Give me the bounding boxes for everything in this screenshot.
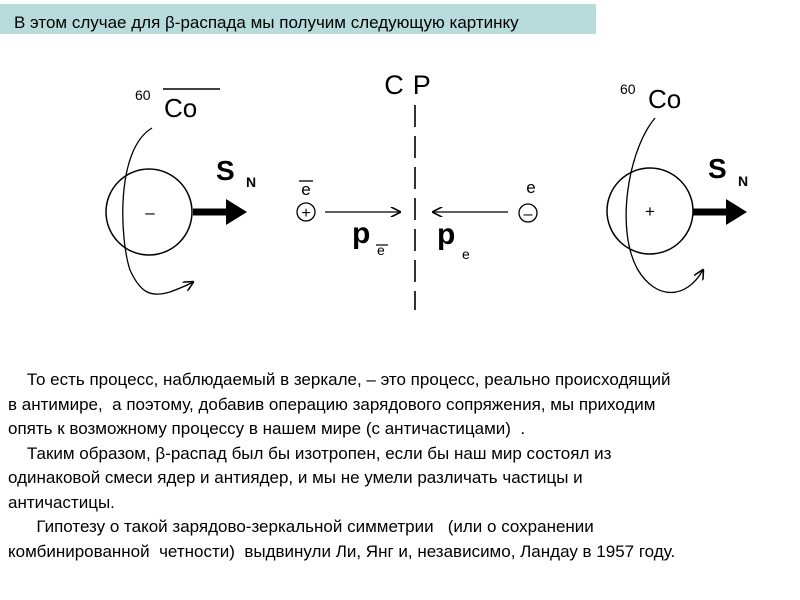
- left-charge-sign: –: [145, 203, 155, 222]
- body-line: античастицы.: [8, 492, 115, 512]
- left-spin-symbol: S: [216, 155, 235, 186]
- body-line: Таким образом, β-распад был бы изотропен…: [8, 443, 612, 463]
- right-charge-sign: +: [645, 202, 655, 221]
- left-particle-sign: +: [301, 205, 310, 222]
- left-isotope-symbol: Co: [164, 93, 197, 123]
- left-nucleus-circle: [105, 168, 193, 256]
- cp-mirror-diagram: CP 60 Co – S N e + p e e – p e 60 Co +: [105, 70, 748, 310]
- right-particle-circle: [518, 203, 538, 223]
- right-isotope-mass: 60: [620, 81, 636, 97]
- left-momentum-subscript: e: [377, 242, 385, 258]
- right-particle-group: e – p e: [433, 178, 538, 262]
- body-line: в антимире, а поэтому, добавив операцию …: [8, 394, 656, 414]
- title-bar: В этом случае для β-распада мы получим с…: [0, 4, 596, 34]
- body-line: Гипотезу о такой зарядово-зеркальной сим…: [8, 517, 594, 536]
- right-momentum-subscript: e: [462, 246, 470, 262]
- right-particle-symbol: e: [526, 178, 535, 197]
- body-line: комбинированной четности) выдвинули Ли, …: [8, 541, 676, 561]
- right-isotope-symbol: Co: [648, 84, 681, 114]
- right-particle-sign: –: [524, 206, 533, 223]
- left-particle-group: e + p e: [296, 180, 400, 258]
- right-spin-subscript: N: [738, 173, 748, 189]
- mirror-label: CP: [384, 70, 440, 100]
- right-spin-arrow-head: [726, 199, 747, 225]
- left-rotation-arrow: [122, 127, 193, 295]
- slide-title: В этом случае для β-распада мы получим с…: [14, 13, 519, 32]
- body-line: То есть процесс, наблюдаемый в зеркале, …: [8, 370, 671, 389]
- left-isotope-mass: 60: [135, 87, 151, 103]
- left-nucleus-group: 60 Co – S N: [105, 87, 256, 295]
- right-rotation-arrow: [625, 117, 703, 294]
- body-line: опять к возможному процессу в нашем мире…: [8, 419, 526, 438]
- body-line: одинаковой смеси ядер и антиядер, и мы н…: [8, 468, 583, 487]
- body-text: То есть процесс, наблюдаемый в зеркале, …: [8, 368, 792, 564]
- right-nucleus-group: 60 Co + S N: [606, 81, 748, 294]
- right-spin-symbol: S: [708, 153, 727, 184]
- right-momentum-symbol: p: [437, 218, 455, 251]
- left-spin-subscript: N: [246, 174, 256, 190]
- left-particle-circle: [296, 202, 316, 222]
- left-particle-symbol: e: [301, 180, 310, 199]
- left-momentum-symbol: p: [352, 217, 370, 250]
- left-spin-arrow-head: [226, 199, 247, 225]
